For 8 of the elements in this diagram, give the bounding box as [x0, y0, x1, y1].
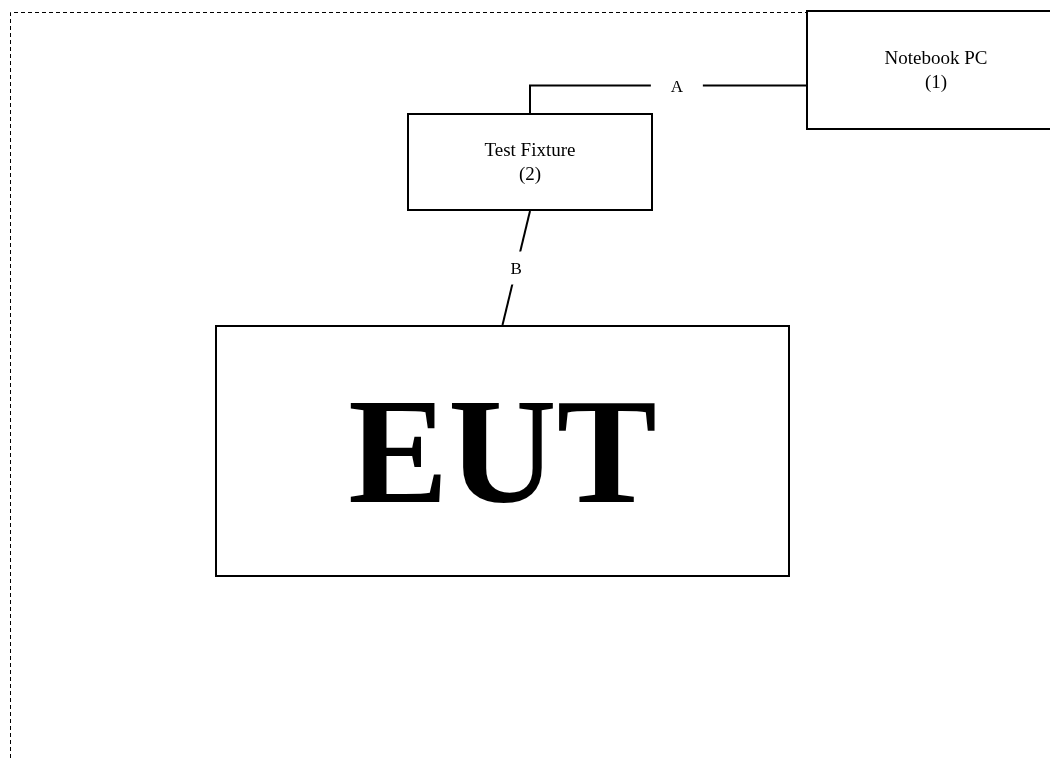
equipment-box [215, 325, 790, 577]
device-label: EUT [348, 376, 657, 526]
box-label: Test Fixture [484, 138, 576, 162]
box-label: (1) [924, 70, 948, 94]
equipment-box [407, 113, 653, 211]
equipment-box [806, 10, 1050, 130]
box-label: Notebook PC [884, 46, 988, 70]
box-label: (2) [518, 162, 542, 186]
